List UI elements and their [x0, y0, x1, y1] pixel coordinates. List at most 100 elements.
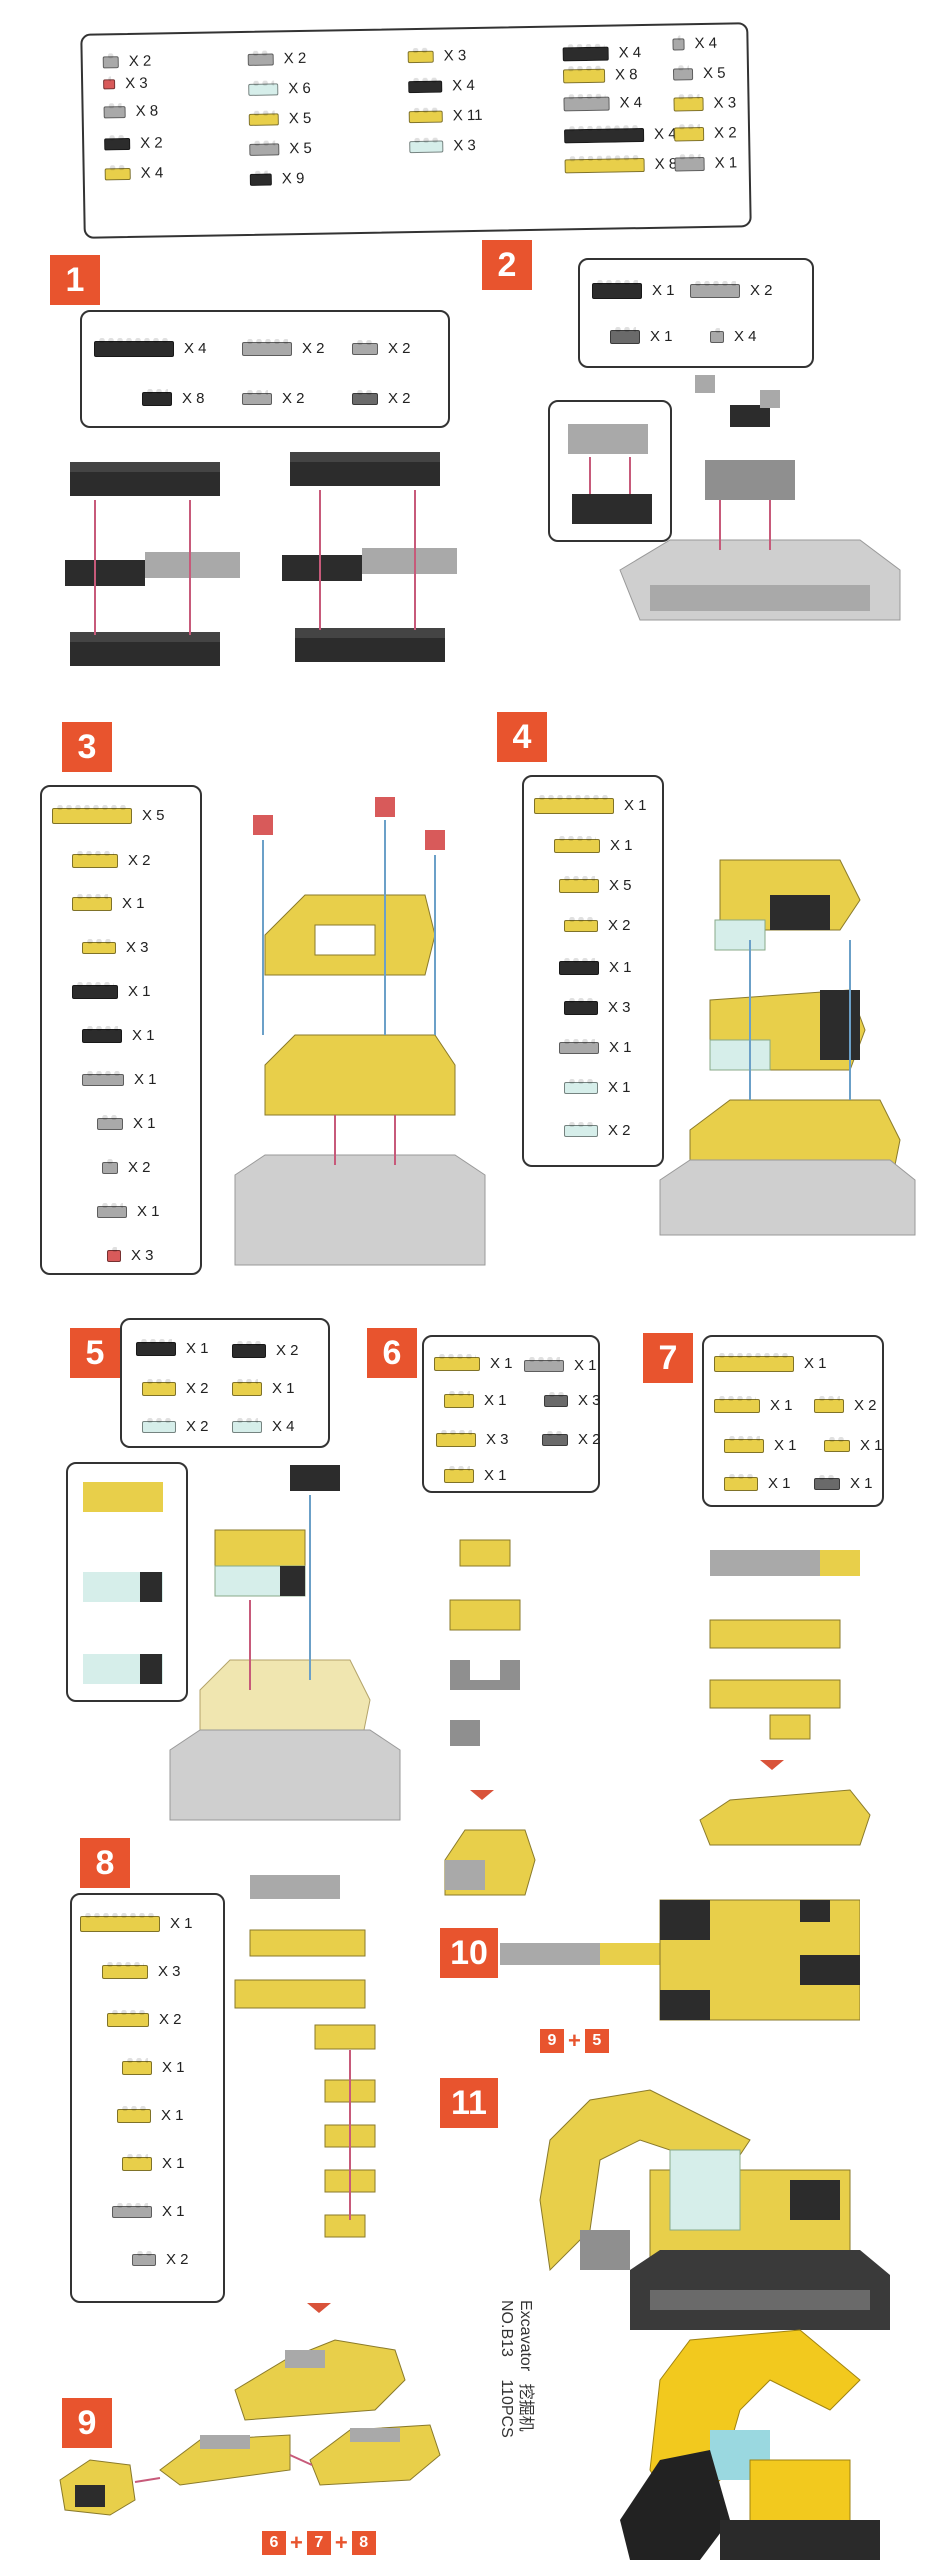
- brick-icon: [409, 140, 444, 153]
- brick-icon: [242, 338, 292, 356]
- step-4-part-8: X 1: [564, 1078, 631, 1096]
- inventory-part-22: X 3: [673, 94, 736, 112]
- inventory-part-6: X 2: [247, 50, 306, 68]
- part-quantity: X 2: [282, 390, 305, 407]
- step-4-part-9: X 2: [564, 1121, 631, 1139]
- brick-icon: [249, 142, 280, 156]
- part-quantity: X 1: [186, 1340, 209, 1357]
- part-quantity: X 2: [713, 124, 737, 142]
- part-quantity: X 1: [714, 154, 738, 172]
- step-4-part-2: X 1: [554, 835, 633, 854]
- brick-icon: [564, 997, 598, 1015]
- step-3-part-3: X 1: [72, 893, 145, 912]
- step-6-assembly: [444, 1539, 536, 1896]
- part-quantity: X 1: [770, 1397, 793, 1414]
- part-quantity: X 2: [388, 390, 411, 407]
- part-quantity: X 8: [182, 390, 205, 407]
- brick-icon: [248, 82, 279, 96]
- step-6-badge: 6: [367, 1328, 417, 1378]
- part-quantity: X 3: [131, 1247, 154, 1264]
- brick-icon: [117, 2105, 151, 2123]
- brick-icon: [249, 173, 272, 186]
- part-quantity: X 1: [162, 2059, 185, 2076]
- step-3-part-11: X 3: [107, 1246, 154, 1264]
- brick-icon: [107, 2009, 149, 2027]
- brick-icon: [104, 137, 131, 150]
- step-6-down-arrow: [470, 1790, 494, 1800]
- inventory-part-23: X 2: [673, 124, 737, 142]
- step-8-part-8: X 2: [132, 2250, 189, 2268]
- part-quantity: X 1: [610, 837, 633, 854]
- part-quantity: X 3: [608, 999, 631, 1016]
- brick-icon: [814, 1395, 844, 1413]
- part-quantity: X 1: [134, 1071, 157, 1088]
- step-5-assembly: [169, 1465, 401, 1821]
- step-1-part-5: X 2: [242, 389, 305, 407]
- brick-icon: [352, 339, 378, 355]
- step-7-assembly: [699, 1550, 871, 1846]
- brick-icon: [724, 1473, 758, 1491]
- inventory-part-12: X 4: [408, 77, 475, 95]
- combo-plus: +: [568, 2028, 581, 2053]
- brick-icon: [103, 105, 126, 118]
- brick-icon: [247, 52, 274, 66]
- step-1-assembly: [65, 452, 457, 666]
- combo-step-5: 5: [584, 2029, 609, 2053]
- part-quantity: X 1: [162, 2155, 185, 2172]
- step-10-combination: 9 + 5: [540, 2028, 609, 2054]
- brick-icon: [554, 835, 600, 853]
- brick-icon: [444, 1390, 474, 1408]
- brick-icon: [408, 80, 443, 93]
- brick-icon: [72, 981, 118, 999]
- brick-icon: [104, 167, 131, 180]
- part-quantity: X 2: [750, 282, 773, 299]
- step-7-part-2: X 1: [714, 1395, 793, 1414]
- step-3-part-4: X 3: [82, 938, 149, 956]
- brick-icon: [102, 1158, 118, 1174]
- brick-icon: [724, 1435, 764, 1453]
- inventory-part-3: X 8: [103, 102, 158, 120]
- inventory-part-19: X 8: [564, 155, 677, 174]
- part-quantity: X 1: [272, 1380, 295, 1397]
- step-7-part-1: X 1: [714, 1352, 827, 1372]
- inventory-part-14: X 3: [409, 137, 476, 155]
- step-3-part-6: X 1: [82, 1025, 155, 1044]
- step-5-detail-drawing: [83, 1482, 163, 1684]
- brick-icon: [672, 67, 694, 81]
- part-quantity: X 5: [142, 807, 165, 824]
- combo-step-8: 8: [351, 2531, 376, 2555]
- step-6-part-7: X 1: [444, 1465, 507, 1484]
- step-4-badge: 4: [497, 712, 547, 762]
- step-3-badge: 3: [62, 722, 112, 772]
- brick-icon: [814, 1474, 840, 1490]
- brick-icon: [103, 78, 116, 89]
- step-6-part-5: X 3: [436, 1429, 509, 1448]
- part-quantity: X 1: [624, 797, 647, 814]
- part-quantity: X 1: [850, 1475, 873, 1492]
- part-quantity: X 3: [578, 1392, 601, 1409]
- brick-icon: [563, 96, 610, 111]
- step-5-part-4: X 1: [232, 1378, 295, 1397]
- step-3-assembly: [234, 797, 486, 1266]
- part-quantity: X 1: [860, 1437, 883, 1454]
- part-quantity: X 2: [166, 2251, 189, 2268]
- step-2-part-2: X 2: [690, 280, 773, 299]
- step-8-part-5: X 1: [117, 2105, 184, 2124]
- inventory-part-15: X 4: [562, 44, 641, 62]
- brick-icon: [672, 37, 685, 51]
- part-quantity: X 4: [452, 76, 475, 95]
- part-quantity: X 1: [609, 959, 632, 976]
- step-1-part-1: X 4: [94, 337, 207, 357]
- inventory-part-9: X 5: [249, 140, 312, 158]
- step-4-assembly: [659, 859, 916, 1236]
- step-2-badge: 2: [482, 240, 532, 290]
- brick-icon: [564, 1121, 598, 1137]
- step-6-part-6: X 2: [542, 1430, 601, 1448]
- inventory-part-16: X 8: [562, 66, 638, 84]
- step-8-assembly: [234, 1875, 376, 2238]
- part-quantity: X 1: [608, 1079, 631, 1096]
- step-5-part-2: X 2: [232, 1340, 299, 1359]
